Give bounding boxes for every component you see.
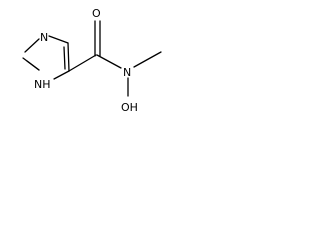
bond-c2-n3-double	[26, 60, 40, 71]
ring-n-label: N	[40, 31, 48, 44]
amide-n-label: N	[123, 66, 131, 79]
bond-c4-nh	[53, 70, 70, 80]
background	[0, 0, 179, 122]
bond-c5-c4	[67, 42, 70, 72]
chemical-structure: N NH O N OH	[0, 0, 179, 122]
bond-n1-c5	[48, 35, 69, 44]
oh-label: OH	[121, 101, 138, 114]
bond-c2-n1	[24, 38, 40, 53]
bond-c4-carbonyl-c	[68, 54, 97, 72]
carbonyl-o-label: O	[92, 7, 101, 20]
bond-c5-c4-double	[63, 46, 66, 70]
ring-nh-label: NH	[34, 78, 51, 91]
bond-carbonyl-c-amide-n	[96, 54, 122, 69]
bond-amide-n-methyl	[133, 51, 162, 68]
